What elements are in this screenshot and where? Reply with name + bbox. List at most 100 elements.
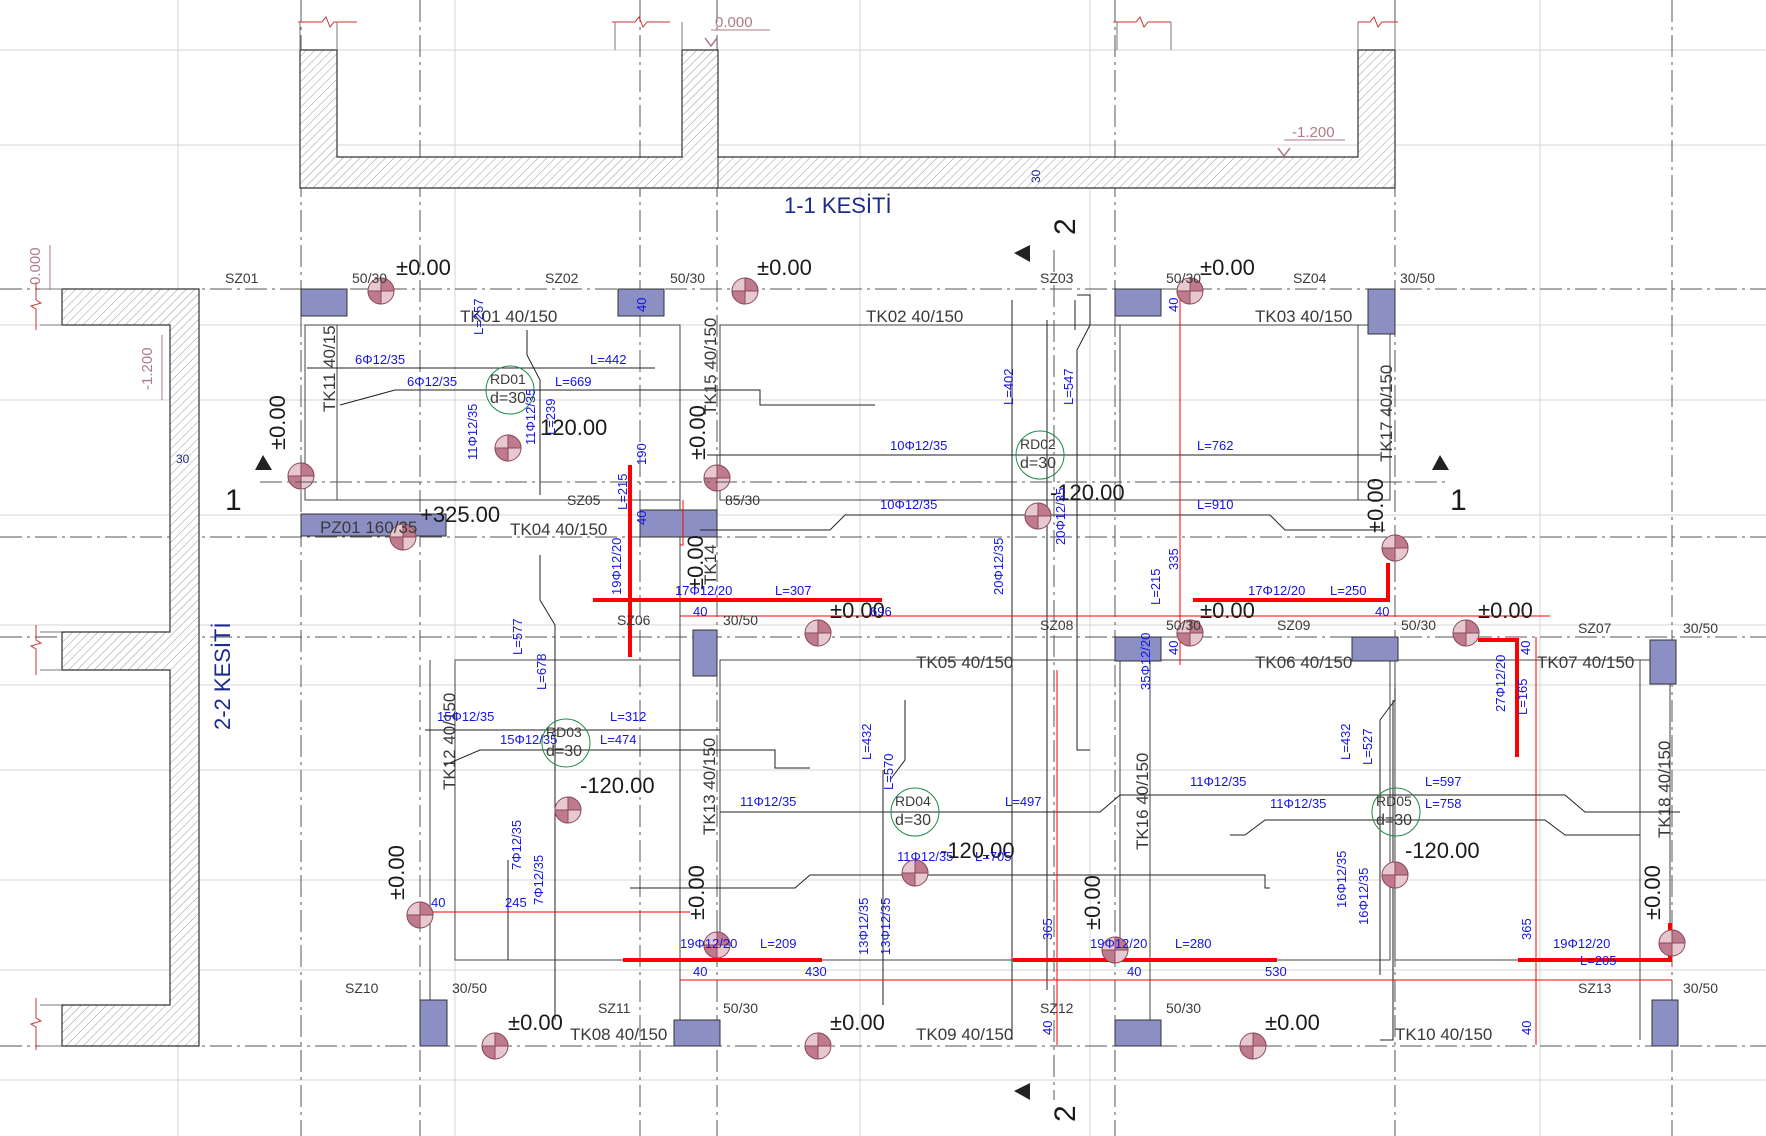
section-arrows <box>255 245 1449 1100</box>
section-2-2-title: 2-2 KESİTİ <box>210 622 235 730</box>
rebar-label: 11Φ12/35 <box>523 389 538 445</box>
rebar-length: L=307 <box>775 583 812 598</box>
column-size: 50/30 <box>1401 617 1436 633</box>
level-marker <box>1176 277 1204 305</box>
section-mark-2-bottom: 2 <box>1049 1105 1082 1122</box>
rebar-label: 17Φ12/20 <box>675 583 732 598</box>
rebar-label: 19Φ12/20 <box>609 538 624 595</box>
beam-label: TK02 40/150 <box>866 307 963 326</box>
break-marks <box>298 16 1398 28</box>
dimension-label: 365 <box>1040 918 1055 940</box>
rebar-label: 10Φ12/35 <box>880 497 937 512</box>
level-marker <box>287 462 315 490</box>
level-label: -120.00 <box>940 838 1015 863</box>
slab-thickness: d=30 <box>546 743 582 760</box>
beam-label: TK15 40/150 <box>701 318 720 415</box>
rebar-length: L=312 <box>610 709 647 724</box>
red-dimension-lines <box>430 297 1672 1045</box>
column-sz01 <box>300 288 348 317</box>
beam-label: TK01 40/150 <box>460 307 557 326</box>
rebar-label: 6Φ12/35 <box>407 374 457 389</box>
column-sz08 <box>1114 636 1162 662</box>
level-label: ±0.00 <box>1265 1010 1320 1035</box>
level-label: ±0.00 <box>685 405 710 460</box>
slab-labels: RD01 d=30 RD02 d=30 RD03 d=30 RD04 d=30 … <box>490 371 1412 829</box>
beam-labels: TK01 40/150 TK02 40/150 TK03 40/150 TK04… <box>320 307 1674 1044</box>
rebar-label: 15Φ12/35 <box>437 709 494 724</box>
rebar-label: 16Φ12/35 <box>1334 851 1349 908</box>
level-label: ±0.00 <box>265 395 290 450</box>
level-marker <box>1101 936 1129 964</box>
rebar-length: L=474 <box>600 732 637 747</box>
rebar-label: 11Φ12/35 <box>897 849 953 864</box>
rebar-label: 11Φ12/35 <box>465 404 480 460</box>
dimension-label: 40 <box>1519 1021 1534 1035</box>
level-label: ±0.00 <box>830 598 885 623</box>
column-sz04 <box>1367 288 1396 335</box>
dimension-label: 40 <box>693 964 707 979</box>
dimension-label: 40 <box>1040 1021 1055 1035</box>
level-label: ±0.00 <box>684 865 709 920</box>
section-mark-1-right: 1 <box>1450 484 1467 517</box>
dimension-label: 40 <box>1166 298 1181 312</box>
rebar-length: L=215 <box>615 473 630 510</box>
rebar-length: L=547 <box>1061 368 1076 405</box>
column-size: 30/50 <box>1400 270 1435 286</box>
column-label: SZ12 <box>1040 1000 1074 1016</box>
wall-thickness-dim: 30 <box>1029 169 1043 183</box>
dimension-label: 40 <box>1127 964 1141 979</box>
dimension-labels: 40 40 190 40 335 40 696 40 40 40 40 245 … <box>431 298 1534 1035</box>
column-size: 30/50 <box>1683 980 1718 996</box>
slab-id: RD04 <box>895 793 931 809</box>
rebar-length: L=432 <box>859 723 874 760</box>
elevation-marker <box>704 37 718 48</box>
dimension-label: 335 <box>1166 548 1181 570</box>
elevation-marker <box>1277 147 1291 158</box>
beam-label: TK03 40/150 <box>1255 307 1352 326</box>
column-label: SZ06 <box>617 612 651 628</box>
rebar-label: 35Φ12/20 <box>1138 633 1153 690</box>
slab-thickness: d=30 <box>895 812 931 829</box>
rebar-length: L=257 <box>471 298 486 335</box>
section-1-1-title: 1-1 KESİTİ <box>784 193 892 218</box>
column-sz12 <box>1114 1019 1162 1047</box>
level-marker <box>703 931 731 959</box>
rebar-length: L=280 <box>1175 936 1212 951</box>
level-marker <box>1176 619 1204 647</box>
level-marker <box>1024 502 1052 530</box>
beam-label: TK05 40/150 <box>916 653 1013 672</box>
level-label: ±0.00 <box>384 845 409 900</box>
level-marker <box>554 796 582 824</box>
beam-label: TK08 40/150 <box>570 1025 667 1044</box>
level-label: ±0.00 <box>1200 598 1255 623</box>
rebar-label: 7Φ12/35 <box>509 820 524 870</box>
rebar-length: L=570 <box>881 753 896 790</box>
beam-label: TK06 40/150 <box>1255 653 1352 672</box>
column-sz06 <box>692 629 718 677</box>
level-label: -120.00 <box>580 773 655 798</box>
dimension-label: 696 <box>870 604 892 619</box>
beam-label: TK07 40/150 <box>1537 653 1634 672</box>
column-label: SZ04 <box>1293 270 1327 286</box>
column-size: 50/30 <box>670 270 705 286</box>
level-label: 120.00 <box>540 415 607 440</box>
section-1-1: 0.000 -1.200 30 1-1 KESİTİ <box>298 14 1398 218</box>
level-label: -120.00 <box>1405 838 1480 863</box>
level-marker <box>494 434 522 462</box>
column-label: SZ11 <box>598 1000 631 1016</box>
column-labels: SZ01 50/30 SZ02 50/30 SZ03 50/30 SZ04 30… <box>225 270 1718 1016</box>
column-label: SZ01 <box>225 270 259 286</box>
level-marker <box>804 619 832 647</box>
rebar-label: 11Φ12/35 <box>1190 774 1246 789</box>
column-sz05 <box>639 509 718 538</box>
column-label: SZ05 <box>567 492 601 508</box>
level-label: ±0.00 <box>757 255 812 280</box>
beam-label: TK18 40/150 <box>1655 741 1674 838</box>
level-marker <box>901 859 929 887</box>
dimension-label: 40 <box>634 298 649 312</box>
rebar-label: 15Φ12/35 <box>500 732 557 747</box>
rebar-length: L=402 <box>1001 368 1016 405</box>
column-sz02 <box>617 288 665 317</box>
dimension-label: 40 <box>1518 641 1533 655</box>
